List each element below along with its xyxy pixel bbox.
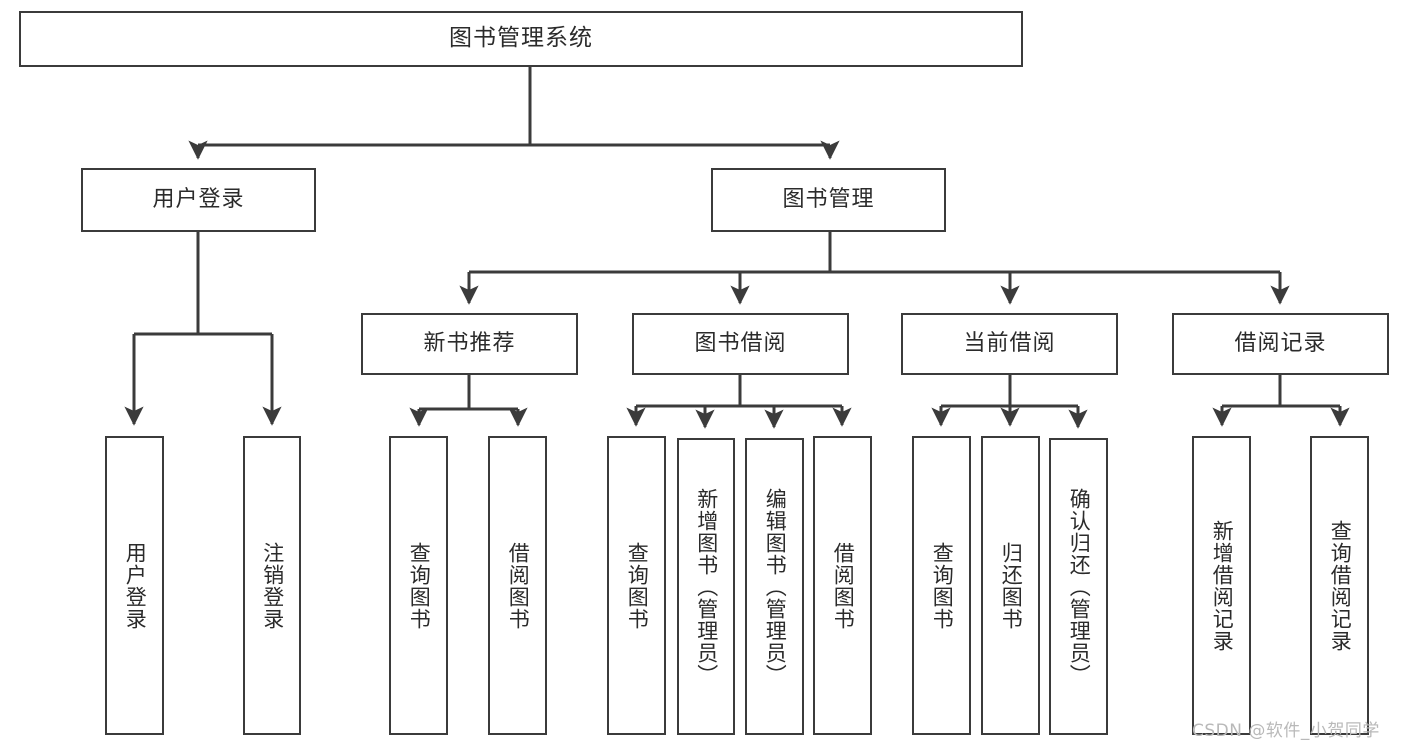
node-label: 新增借阅记录 (1210, 519, 1235, 652)
node-label: 归还图书 (999, 541, 1024, 630)
leaf-add-book-admin[interactable]: 新增图书（管理员） (677, 438, 735, 735)
leaf-logout-login[interactable]: 注销登录 (243, 436, 301, 735)
node-borrow-record[interactable]: 借阅记录 (1172, 313, 1389, 375)
leaf-query-book-current[interactable]: 查询图书 (912, 436, 971, 735)
node-label: 确认归还（管理员） (1067, 487, 1092, 686)
leaf-user-login[interactable]: 用户登录 (105, 436, 164, 735)
node-label: 图书借阅 (694, 330, 787, 356)
leaf-borrow-book-new[interactable]: 借阅图书 (488, 436, 547, 735)
node-label: 借阅记录 (1234, 330, 1327, 356)
node-label: 查询图书 (407, 541, 432, 630)
node-label: 查询图书 (625, 541, 650, 630)
node-label: 借阅图书 (506, 541, 531, 630)
node-label: 注销登录 (260, 541, 285, 630)
leaf-edit-book-admin[interactable]: 编辑图书（管理员） (745, 438, 804, 735)
leaf-confirm-return-admin[interactable]: 确认归还（管理员） (1049, 438, 1108, 735)
node-label: 当前借阅 (963, 330, 1056, 356)
node-label: 新书推荐 (423, 330, 516, 356)
node-book-management[interactable]: 图书管理 (711, 168, 946, 232)
node-book-borrow[interactable]: 图书借阅 (632, 313, 849, 375)
node-label: 查询借阅记录 (1328, 519, 1353, 652)
node-root-book-management-system[interactable]: 图书管理系统 (19, 11, 1023, 67)
node-label: 图书管理系统 (449, 25, 593, 52)
node-label: 用户登录 (123, 541, 148, 630)
leaf-add-borrow-record[interactable]: 新增借阅记录 (1192, 436, 1251, 735)
csdn-watermark: CSDN @软件_小贺同学 (1192, 721, 1380, 741)
node-label: 借阅图书 (831, 541, 856, 630)
node-user-login[interactable]: 用户登录 (81, 168, 316, 232)
leaf-borrow-book[interactable]: 借阅图书 (813, 436, 872, 735)
node-label: 用户登录 (152, 186, 245, 212)
node-new-book-recommendation[interactable]: 新书推荐 (361, 313, 578, 375)
node-label: 查询图书 (930, 541, 955, 630)
node-current-borrow[interactable]: 当前借阅 (901, 313, 1118, 375)
node-label: 编辑图书（管理员） (763, 487, 788, 686)
leaf-query-book-borrow[interactable]: 查询图书 (607, 436, 666, 735)
leaf-query-book-new[interactable]: 查询图书 (389, 436, 448, 735)
leaf-query-borrow-record[interactable]: 查询借阅记录 (1310, 436, 1369, 735)
leaf-return-book[interactable]: 归还图书 (981, 436, 1040, 735)
node-label: 新增图书（管理员） (694, 487, 719, 686)
node-label: 图书管理 (782, 186, 875, 212)
